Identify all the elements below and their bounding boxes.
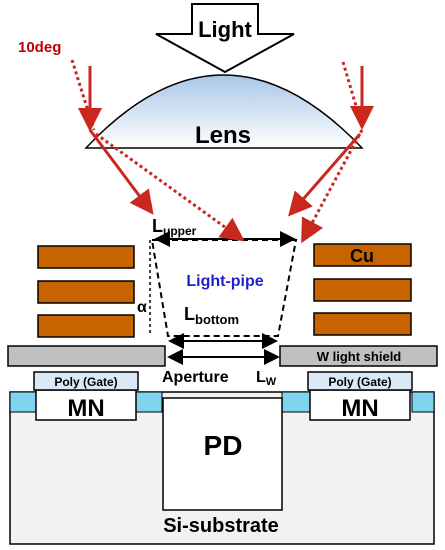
- w-shield-right: [279, 345, 438, 367]
- cu-bar-left-1: [37, 245, 135, 269]
- l-upper-main: L: [152, 216, 163, 236]
- sti-right-outer: [411, 391, 435, 413]
- lw-sub: W: [266, 376, 277, 388]
- w-light-shield-label: W light shield: [317, 349, 402, 364]
- poly-gate-right-box: [307, 371, 413, 391]
- si-substrate-label: Si-substrate: [163, 515, 279, 537]
- aperture-label: Aperture: [162, 369, 229, 386]
- ray-left-refracted: [88, 129, 154, 215]
- lens-label: Lens: [195, 122, 251, 149]
- w-shield-left: [7, 345, 166, 367]
- mn-left-label: MN: [67, 395, 104, 422]
- cu-bar-right-2: [313, 278, 412, 302]
- mn-left-box: [35, 389, 137, 421]
- lw-main: L: [256, 369, 266, 386]
- poly-gate-right-label: Poly (Gate): [328, 375, 391, 389]
- sti-left-outer: [9, 391, 39, 413]
- mn-right-label: MN: [341, 395, 378, 422]
- alpha-label: α: [137, 299, 147, 316]
- light-pipe-label: Light-pipe: [186, 273, 263, 290]
- l-bottom-label: Lbottom: [184, 304, 239, 327]
- lw-label: LW: [256, 369, 277, 388]
- pd-label: PD: [204, 430, 243, 461]
- pd-box: [162, 397, 283, 511]
- angle-label: 10deg: [18, 39, 61, 56]
- cu-bar-right-1: [313, 243, 412, 267]
- cu-bar-right-3: [313, 312, 412, 336]
- lens: [84, 74, 364, 149]
- l-upper-sub: upper: [163, 224, 197, 238]
- light-arrow: [155, 3, 295, 74]
- ray-right-refracted: [288, 133, 362, 217]
- sti-left-inner: [135, 391, 163, 413]
- l-upper-label: Lupper: [152, 216, 197, 238]
- ray-right-refracted-dotted: [301, 129, 364, 244]
- ray-right-angled-incident: [341, 61, 364, 127]
- light-label: Light: [198, 17, 252, 42]
- poly-gate-left-label: Poly (Gate): [54, 375, 117, 389]
- cu-bar-left-3: [37, 314, 135, 338]
- cu-label: Cu: [350, 246, 374, 266]
- poly-gate-left-box: [33, 371, 139, 391]
- ray-left-refracted-dotted: [95, 132, 245, 242]
- ray-left-angled-incident: [70, 59, 96, 131]
- cu-bar-left-2: [37, 280, 135, 304]
- sti-right-inner: [281, 391, 311, 413]
- l-bottom-main: L: [184, 304, 195, 324]
- l-bottom-sub: bottom: [195, 312, 239, 327]
